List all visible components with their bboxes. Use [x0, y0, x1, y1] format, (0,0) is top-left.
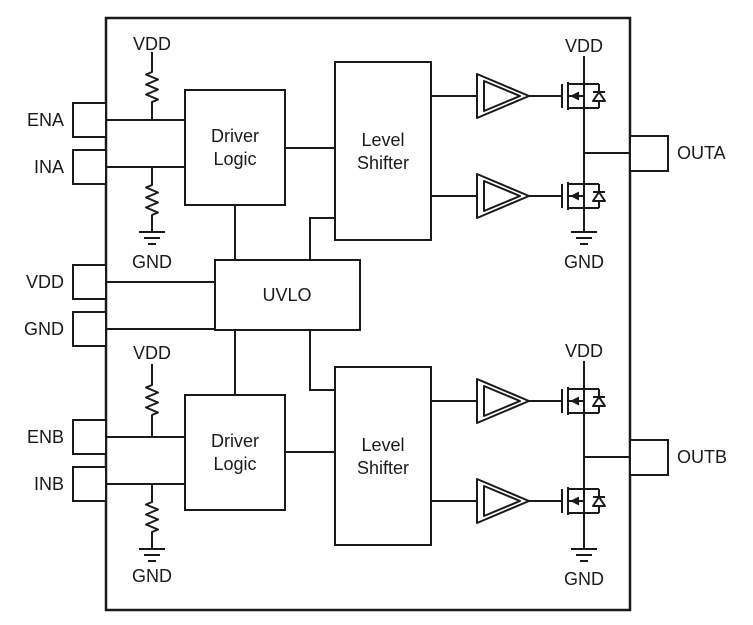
gnd-label-input-a: GND	[132, 252, 172, 272]
resistor-icon	[145, 167, 159, 232]
power-labels: VDD GND VDD GND VDD GND VDD GND	[132, 34, 604, 589]
resistors	[145, 52, 159, 549]
driver-logic-a-block	[184, 89, 286, 206]
mosfet-icon	[561, 387, 606, 415]
ground-symbols	[139, 231, 597, 562]
vdd-label-output-b: VDD	[565, 341, 603, 361]
pin-label-vdd: VDD	[26, 272, 64, 292]
pin-inb	[72, 466, 107, 502]
resistor-icon	[145, 484, 159, 549]
gnd-label-output-a: GND	[564, 252, 604, 272]
ground-icon	[139, 548, 165, 562]
level-shifter-a-label-line1: Level	[361, 130, 404, 150]
uvlo-block	[214, 259, 361, 331]
pin-ena	[72, 102, 107, 138]
ground-icon	[571, 231, 597, 245]
wire-uvlo-levelshifter-a	[309, 217, 335, 260]
pin-label-outb: OUTB	[677, 447, 727, 467]
level-shifter-a-block	[334, 61, 432, 241]
pin-labels: ENA INA VDD GND ENB INB OUTA OUTB	[24, 110, 727, 494]
vdd-label-input-b: VDD	[133, 343, 171, 363]
pin-label-outa: OUTA	[677, 143, 726, 163]
pin-label-ena: ENA	[27, 110, 64, 130]
level-shifter-a-label-line2: Shifter	[357, 153, 409, 173]
vdd-label-output-a: VDD	[565, 36, 603, 56]
function-blocks	[184, 61, 432, 546]
resistor-icon	[145, 52, 159, 120]
level-shifter-b-block	[334, 366, 432, 546]
vdd-label-input-a: VDD	[133, 34, 171, 54]
pin-ina	[72, 149, 107, 185]
pin-enb	[72, 419, 107, 455]
driver-logic-b-block	[184, 394, 286, 511]
ground-icon	[139, 231, 165, 245]
block-labels: Driver Logic Level Shifter UVLO Driver L…	[211, 126, 409, 478]
mosfet-icon	[561, 82, 606, 110]
buffer-icon	[476, 478, 530, 524]
buffer-icon	[476, 73, 530, 119]
mosfet-icon	[561, 487, 606, 515]
pin-label-ina: INA	[34, 157, 64, 177]
right-pins	[629, 135, 669, 476]
wires	[106, 56, 630, 549]
buffer-icon	[476, 378, 530, 424]
uvlo-label: UVLO	[262, 285, 311, 305]
pin-vdd	[72, 264, 107, 300]
left-pins	[72, 102, 107, 502]
pin-outa	[629, 135, 669, 172]
pin-label-enb: ENB	[27, 427, 64, 447]
level-shifter-b-label-line1: Level	[361, 435, 404, 455]
wire-uvlo-levelshifter-b	[309, 330, 335, 391]
resistor-icon	[145, 364, 159, 437]
pin-label-inb: INB	[34, 474, 64, 494]
ground-icon	[571, 548, 597, 562]
driver-logic-a-label-line1: Driver	[211, 126, 259, 146]
driver-logic-a-label-line2: Logic	[213, 149, 256, 169]
driver-logic-b-label-line1: Driver	[211, 431, 259, 451]
level-shifter-b-label-line2: Shifter	[357, 458, 409, 478]
pin-label-gnd: GND	[24, 319, 64, 339]
gnd-label-output-b: GND	[564, 569, 604, 589]
pin-outb	[629, 439, 669, 476]
mosfet-icon	[561, 182, 606, 210]
driver-logic-b-label-line2: Logic	[213, 454, 256, 474]
buffer-icon	[476, 173, 530, 219]
pin-gnd	[72, 311, 107, 347]
gnd-label-input-b: GND	[132, 566, 172, 586]
